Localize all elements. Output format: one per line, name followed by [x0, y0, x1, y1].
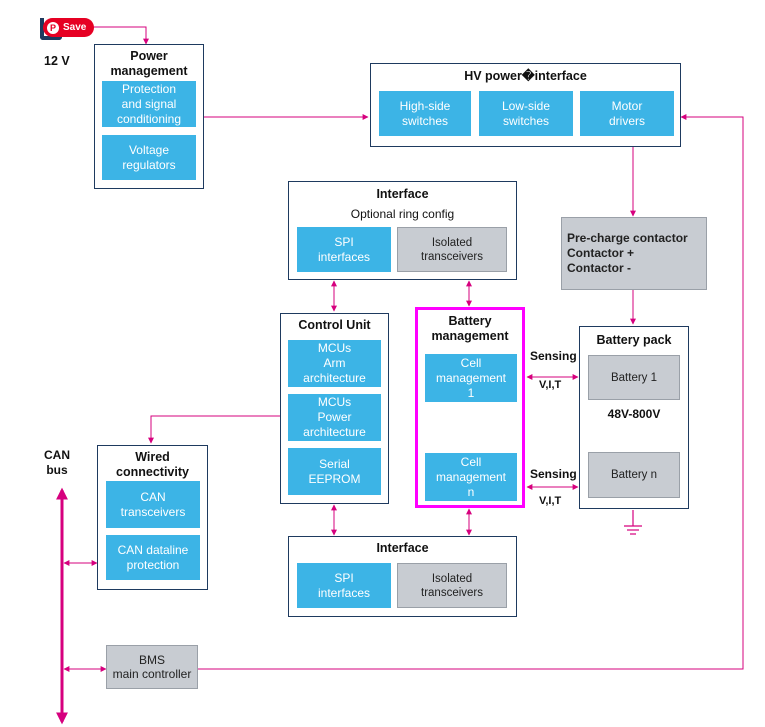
isolated-transceivers-bottom-block: Isolated transceivers	[397, 563, 507, 608]
wired-connectivity-title: Wired connectivity	[116, 450, 189, 479]
power-management-box: Power management Protection and signal c…	[94, 44, 204, 189]
precharge-contactor-block: Pre-charge contactor Contactor + Contact…	[561, 217, 707, 290]
can-dataline-protection-block: CAN dataline protection	[106, 535, 200, 580]
mcus-power-block: MCUs Power architecture	[288, 394, 381, 441]
low-side-switches-block: Low-side switches	[479, 91, 573, 136]
battery-management-box: Battery management Cell management 1 Cel…	[415, 307, 525, 508]
power-management-title: Power management	[110, 49, 188, 78]
cell-management-1-block: Cell management 1	[425, 354, 517, 402]
interface-top-box: Interface Optional ring config SPI inter…	[288, 181, 517, 280]
control-unit-title: Control Unit	[298, 318, 371, 332]
sensing-values-1: V,I,T	[539, 379, 562, 391]
hv-interface-title: HV power�interface	[464, 69, 587, 83]
isolated-transceivers-top-block: Isolated transceivers	[397, 227, 507, 272]
serial-eeprom-block: Serial EEPROM	[288, 448, 381, 495]
sensing-label-1: Sensing	[530, 349, 577, 363]
mcus-arm-block: MCUs Arm architecture	[288, 340, 381, 387]
motor-drivers-block: Motor drivers	[580, 91, 674, 136]
can-transceivers-block: CAN transceivers	[106, 481, 200, 528]
protection-block: Protection and signal conditioning	[102, 81, 196, 127]
battery-pack-voltage: 48V-800V	[607, 407, 661, 421]
pinterest-icon: P	[47, 21, 59, 34]
pinterest-save-button[interactable]: P Save	[43, 18, 95, 37]
interface-top-subtitle: Optional ring config	[350, 207, 455, 221]
battery-pack-title: Battery pack	[596, 333, 672, 347]
sensing-label-2: Sensing	[530, 467, 577, 481]
hv-power-interface-box: HV power�interface High-side switches Lo…	[370, 63, 681, 147]
spi-interfaces-top-block: SPI interfaces	[297, 227, 391, 272]
high-side-switches-block: High-side switches	[379, 91, 471, 136]
save-label: Save	[63, 22, 87, 33]
battery-1-block: Battery 1	[588, 355, 680, 400]
interface-bottom-title: Interface	[376, 541, 429, 555]
cell-management-n-block: Cell management n	[425, 453, 517, 501]
voltage-regulators-block: Voltage regulators	[102, 135, 196, 180]
ground-icon	[624, 510, 642, 535]
power-source-label: 12 V	[44, 54, 70, 68]
battery-pack-box: Battery pack Battery 1 48V-800V Battery …	[579, 326, 689, 509]
can-bus-label: CAN bus	[44, 448, 70, 477]
interface-bottom-box: Interface SPI interfaces Isolated transc…	[288, 536, 517, 617]
sensing-values-2: V,I,T	[539, 495, 562, 507]
interface-top-title: Interface	[376, 187, 429, 201]
battery-n-block: Battery n	[588, 452, 680, 498]
spi-interfaces-bottom-block: SPI interfaces	[297, 563, 391, 608]
bms-main-controller-block: BMS main controller	[106, 645, 198, 689]
wired-connectivity-box: Wired connectivity CAN transceivers CAN …	[97, 445, 208, 590]
battery-management-title: Battery management	[431, 314, 509, 343]
control-unit-box: Control Unit MCUs Arm architecture MCUs …	[280, 313, 389, 504]
